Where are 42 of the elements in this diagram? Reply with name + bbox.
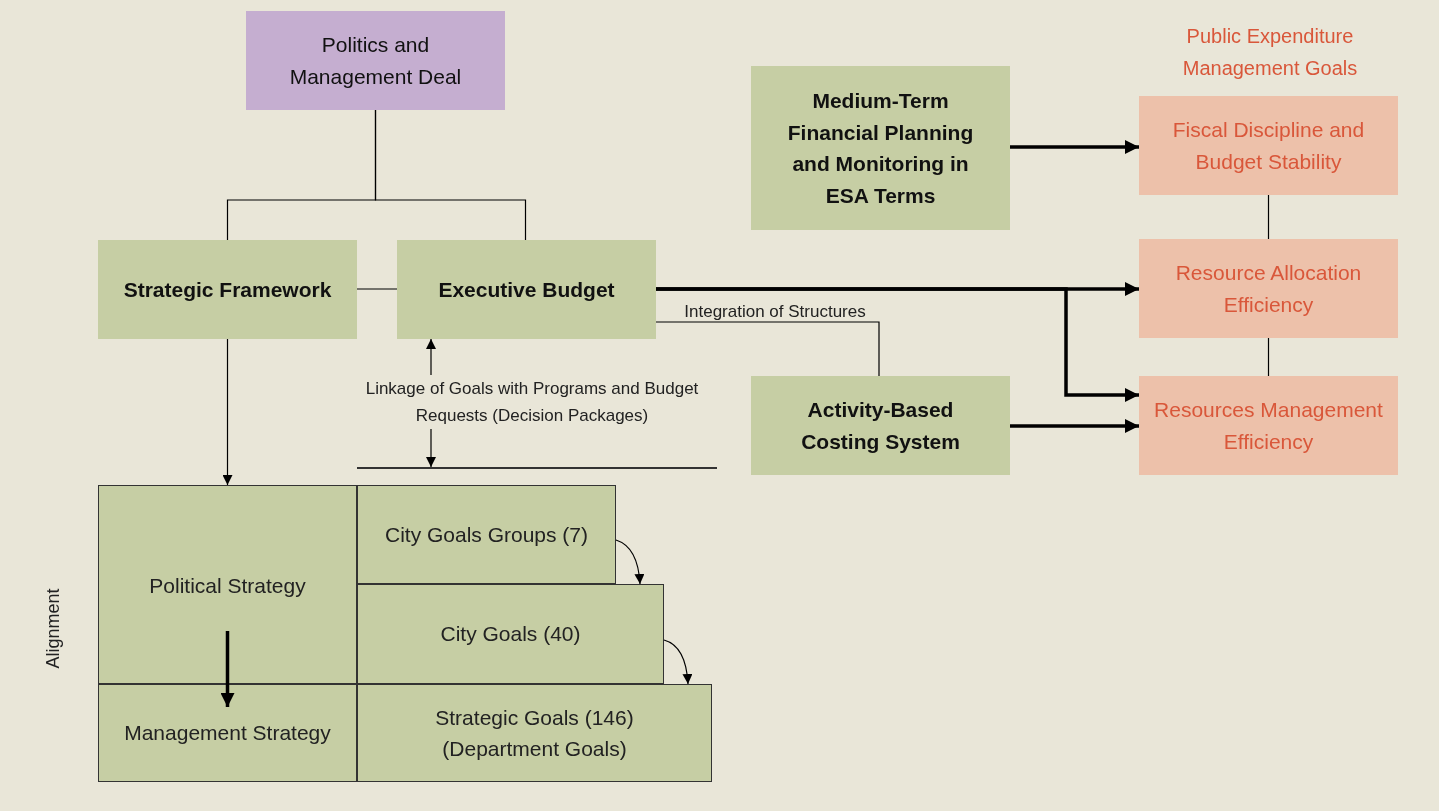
node-label: Politics and Management Deal [288, 32, 463, 90]
section-heading: Public Expenditure Management Goals [1181, 24, 1359, 81]
process-box [246, 11, 505, 110]
connector-line [374, 109, 527, 241]
goal-box [357, 485, 616, 584]
connector-line [655, 321, 880, 377]
process-box [751, 376, 1010, 475]
node-label: Management Strategy [124, 720, 331, 747]
node-label: Resources Management Efficiency [1153, 397, 1384, 455]
connector-line [356, 288, 398, 290]
arrow [656, 287, 1139, 402]
node-label: Medium-Term Financial Planning and Monitoring in ESA Terms [787, 88, 974, 209]
connector-line [1267, 337, 1270, 377]
arrow [663, 639, 693, 685]
node-label: City Goals (40) [440, 621, 581, 648]
edge-label: Integration of Structures [683, 301, 867, 323]
goal-box [357, 684, 712, 782]
process-box [98, 240, 357, 339]
side-label: Alignment [42, 587, 64, 671]
goal-box [98, 684, 357, 782]
node-label: Fiscal Discipline and Budget Stability [1171, 117, 1366, 175]
arrow [220, 631, 235, 707]
node-label: City Goals Groups (7) [384, 521, 589, 548]
node-label: Resource Allocation Efficiency [1174, 260, 1363, 318]
goal-box [1139, 96, 1398, 195]
process-box [751, 66, 1010, 230]
baseline-bar [357, 467, 717, 469]
node-label: Activity-Based Costing System [800, 397, 961, 455]
node-label: Executive Budget [438, 276, 615, 303]
node-label: Political Strategy [149, 573, 306, 599]
node-label: Strategic Goals (146) (Department Goals) [434, 704, 635, 762]
process-box [397, 240, 656, 339]
goal-box [1139, 239, 1398, 338]
goal-box [357, 584, 664, 684]
connector-line [1267, 194, 1270, 240]
goal-box [98, 485, 357, 684]
node-label: Strategic Framework [123, 276, 332, 303]
goal-box [1139, 376, 1398, 475]
arrow [222, 338, 233, 486]
arrow [1010, 140, 1139, 154]
arrow [615, 539, 645, 585]
arrow [1010, 419, 1139, 433]
